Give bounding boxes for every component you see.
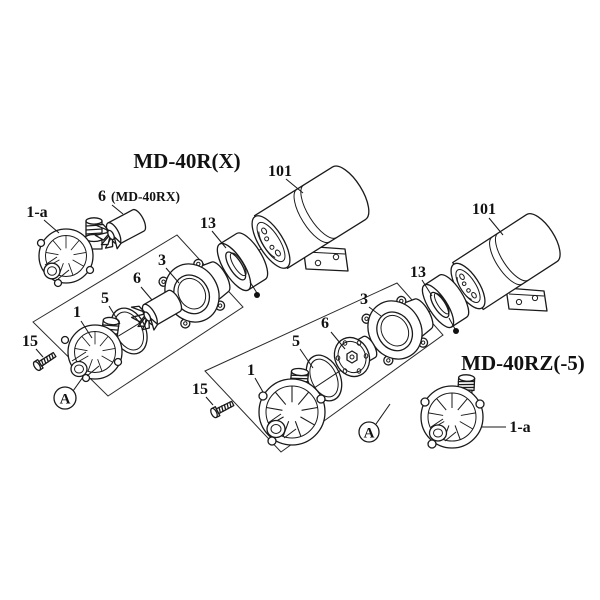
part-label-screw-right: 15 <box>192 381 208 398</box>
leader-rear-casing-left <box>165 267 180 284</box>
leader-coupling-right <box>421 279 433 297</box>
leader-motor-left <box>285 178 304 194</box>
section-marker-left: A <box>53 376 84 410</box>
part-label-screw-left: 15 <box>22 333 38 350</box>
motor-right <box>450 213 561 312</box>
leader-rear-casing-right <box>368 306 382 317</box>
part-label-motor-right: 101 <box>472 201 496 218</box>
pump-body-left <box>60 316 123 383</box>
screw-right <box>208 398 236 420</box>
leader-impeller-left <box>140 286 153 301</box>
diagram-title-left: MD-40R(X) <box>133 149 240 173</box>
part-label-pump-body-left: 1 <box>73 304 81 321</box>
part-label-coupling-right: 13 <box>410 264 426 281</box>
part-label-pump-head-right: 1-a <box>509 419 530 436</box>
leader-o-ring-left <box>108 305 121 325</box>
leader-pump-body-left <box>80 320 93 339</box>
impeller-right <box>333 335 378 378</box>
pump-body-right <box>258 367 326 446</box>
coupling-left <box>216 232 269 298</box>
part-label-o-ring-right: 5 <box>292 333 300 350</box>
leader-lines <box>35 178 506 428</box>
section-letter-left: A <box>60 392 71 408</box>
leader-impeller-variant-left <box>111 204 124 215</box>
part-label-rear-casing-left: 3 <box>158 252 166 269</box>
pump-head-left <box>36 217 104 288</box>
index-dot-left <box>254 292 260 298</box>
part-label-impeller-left: 6 <box>133 270 141 287</box>
part-label-pump-body-right: 1 <box>247 362 255 379</box>
leader-coupling-left <box>211 230 227 249</box>
coupling-right <box>421 274 470 334</box>
screw-left <box>31 349 58 373</box>
part-label-o-ring-left: 5 <box>101 290 109 307</box>
diagram-title-right: MD-40RZ(-5) <box>461 351 585 375</box>
part-label-rear-casing-right: 3 <box>360 291 368 308</box>
leader-pump-body-right <box>254 377 264 393</box>
leader-o-ring-right <box>299 348 314 369</box>
part-label-coupling-left: 13 <box>200 215 216 232</box>
leader-screw-left <box>35 348 44 358</box>
part-label-impeller-variant: 6(MD-40RX) <box>98 188 180 205</box>
pump-head-right <box>420 374 485 449</box>
leader-impeller-right <box>330 331 346 350</box>
part-label-pump-head-left: 1-a <box>26 204 47 221</box>
section-letter-right: A <box>364 426 375 442</box>
section-marker-right: A <box>358 403 391 443</box>
index-dot-right <box>453 328 459 334</box>
leader-pump-head-left <box>43 219 60 234</box>
part-label-impeller-right: 6 <box>321 315 329 332</box>
leader-motor-right <box>488 217 504 236</box>
exploded-box-right <box>204 282 444 453</box>
part-label-motor-left: 101 <box>268 163 292 180</box>
motor-left <box>251 165 370 272</box>
leader-screw-right <box>205 396 214 406</box>
